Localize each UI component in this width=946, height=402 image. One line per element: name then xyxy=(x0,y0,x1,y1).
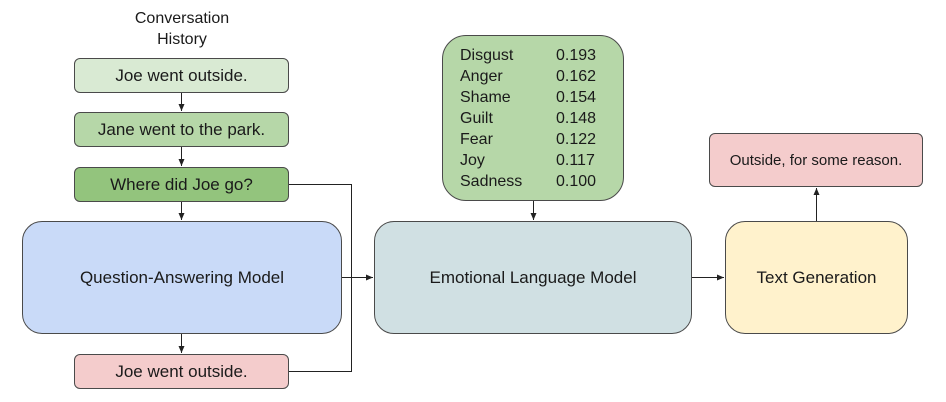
emotion-label: Disgust xyxy=(460,46,514,64)
emotion-label: Anger xyxy=(460,67,503,85)
emotion-score: 0.162 xyxy=(556,67,597,85)
emotion-scores-box: Disgust 0.193 Anger 0.162 Shame 0.154 Gu… xyxy=(442,35,624,201)
emotion-label: Fear xyxy=(460,130,493,148)
history-title-line1: Conversation xyxy=(134,10,230,27)
history-message-3-question: Where did Joe go? xyxy=(74,167,289,202)
emotion-label: Joy xyxy=(460,151,485,169)
emotion-score: 0.117 xyxy=(556,151,595,169)
emotion-label: Sadness xyxy=(460,172,523,190)
history-title-line2: History xyxy=(157,31,207,48)
emotion-score: 0.148 xyxy=(556,109,597,127)
emotion-score: 0.154 xyxy=(556,88,597,106)
emotion-score-list: Disgust 0.193 Anger 0.162 Shame 0.154 Gu… xyxy=(460,45,606,192)
emotion-label: Guilt xyxy=(460,109,493,127)
generated-output-box: Outside, for some reason. xyxy=(709,133,923,187)
history-message-2: Jane went to the park. xyxy=(74,112,289,147)
emotional-model-label: Emotional Language Model xyxy=(429,267,637,287)
emotion-score: 0.122 xyxy=(556,130,597,148)
text-generation-label: Text Generation xyxy=(756,267,877,287)
history-message-1: Joe went outside. xyxy=(74,58,289,93)
qa-model-label: Question-Answering Model xyxy=(79,267,285,287)
emotion-label: Shame xyxy=(460,88,511,106)
emotion-score: 0.100 xyxy=(556,172,597,190)
text-generation-box: Text Generation xyxy=(725,221,908,334)
conversation-history-title: Conversation History xyxy=(100,8,264,50)
emotional-language-model-box: Emotional Language Model xyxy=(374,221,692,334)
emotion-score: 0.193 xyxy=(556,46,597,64)
question-answering-model-box: Question-Answering Model xyxy=(22,221,342,334)
answer-box: Joe went outside. xyxy=(74,354,289,389)
